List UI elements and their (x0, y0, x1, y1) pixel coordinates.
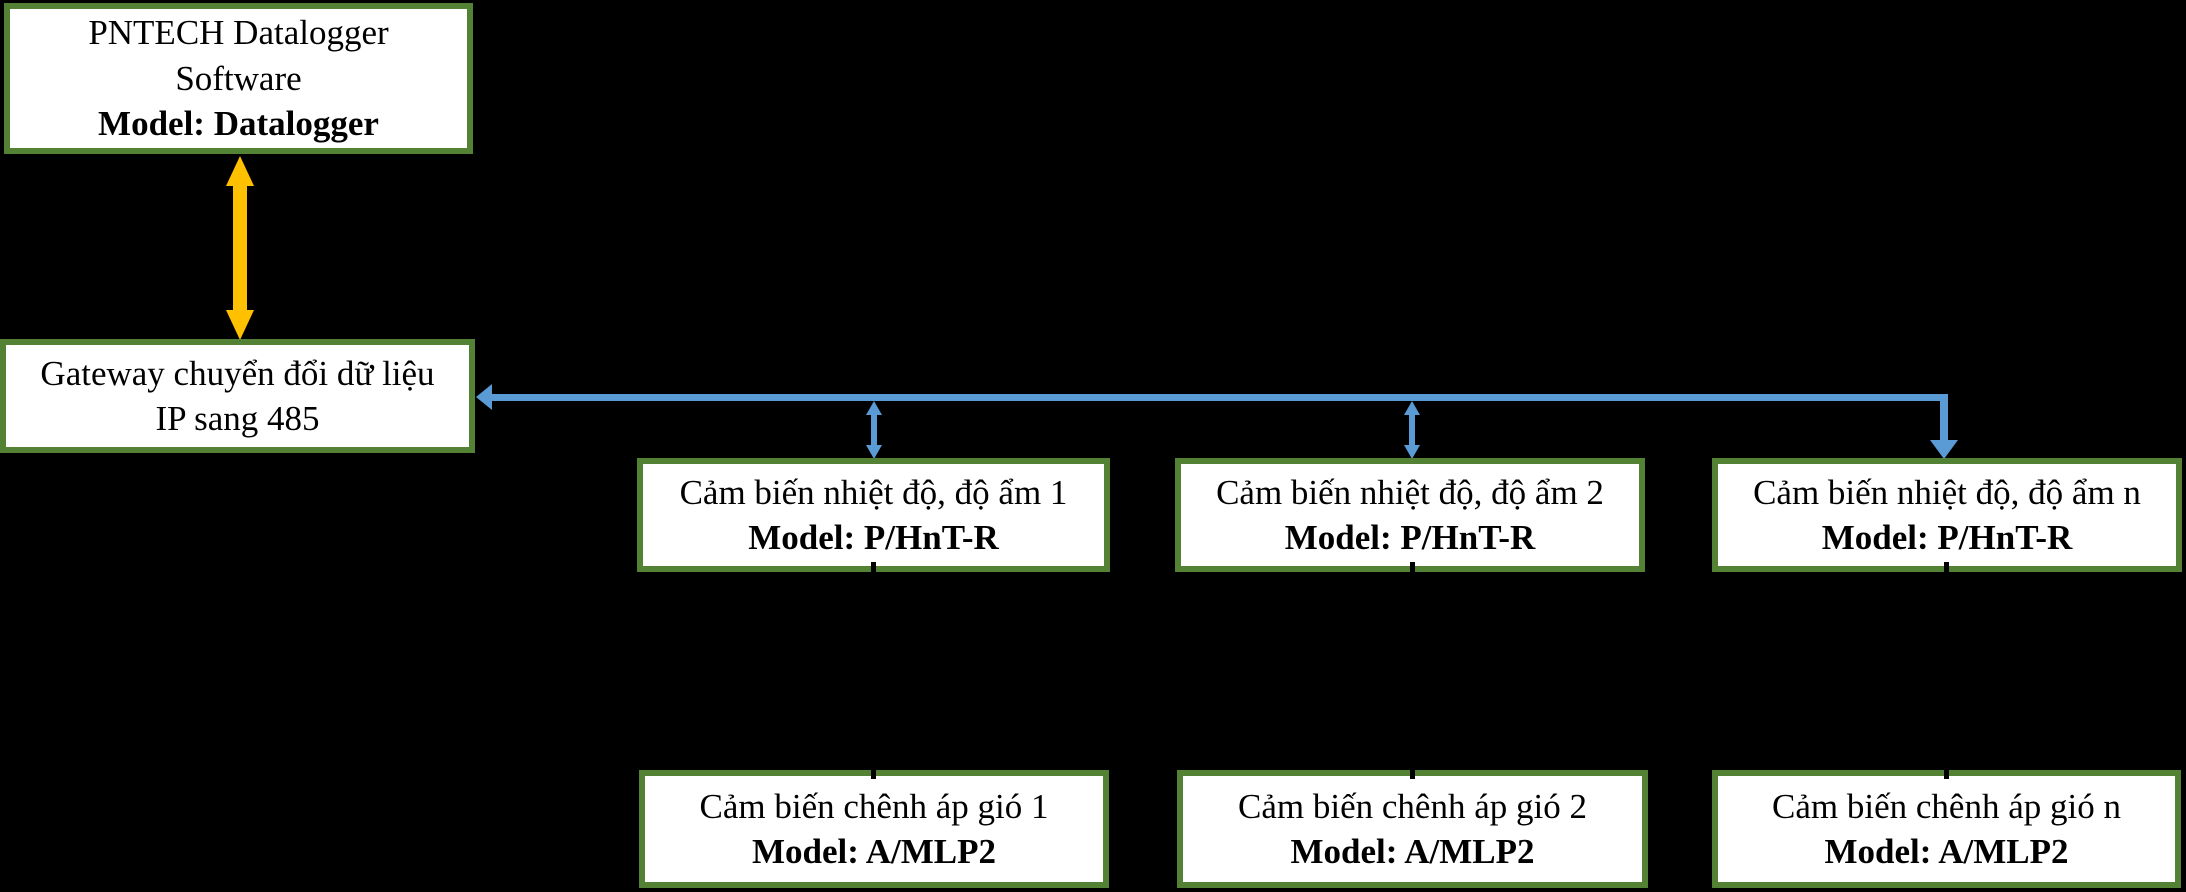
bus-drop-arrow-sensor2-icon (1404, 401, 1420, 459)
node-temp-humidity-sensor-2: Cảm biến nhiệt độ, độ ẩm 2 Model: P/HnT-… (1175, 458, 1645, 572)
software-gateway-arrow-icon (226, 156, 254, 340)
node-model-label: Model: A/MLP2 (1290, 832, 1535, 871)
node-gateway-ip-485: Gateway chuyển đổi dữ liệu IP sang 485 (0, 339, 475, 453)
rs485-bus-arrow-icon (476, 384, 1958, 459)
node-model-label: Model: A/MLP2 (1824, 832, 2069, 871)
node-temp-humidity-sensor-n: Cảm biến nhiệt độ, độ ẩm n Model: P/HnT-… (1712, 458, 2182, 572)
node-title-line: PNTECH Datalogger (88, 13, 389, 53)
node-title-line: Cảm biến nhiệt độ, độ ẩm 2 (1216, 472, 1604, 512)
node-title-line: Cảm biến nhiệt độ, độ ẩm 1 (679, 472, 1068, 512)
node-title-line: Software (175, 58, 302, 98)
node-title-line: IP sang 485 (155, 399, 320, 438)
node-model-label: Model: Datalogger (98, 104, 379, 144)
node-title-line: Cảm biến chênh áp gió n (1772, 786, 2121, 826)
node-title-line: Cảm biến chênh áp gió 1 (699, 786, 1049, 826)
bus-drop-arrow-sensor1-icon (866, 401, 882, 459)
node-title-line: Cảm biến chênh áp gió 2 (1238, 786, 1587, 826)
node-model-label: Model: P/HnT-R (1821, 518, 2073, 557)
node-datalogger-software: PNTECH Datalogger Software Model: Datalo… (4, 3, 473, 154)
node-title-line: Cảm biến nhiệt độ, độ ẩm n (1753, 472, 2141, 512)
node-model-label: Model: P/HnT-R (1284, 518, 1536, 557)
node-temp-humidity-sensor-1: Cảm biến nhiệt độ, độ ẩm 1 Model: P/HnT-… (637, 458, 1110, 572)
node-air-pressure-sensor-2: Cảm biến chênh áp gió 2 Model: A/MLP2 (1177, 770, 1648, 888)
hidden-connector-notches (871, 562, 1949, 779)
node-model-label: Model: P/HnT-R (748, 518, 999, 557)
node-title-line: Gateway chuyển đổi dữ liệu (40, 353, 435, 393)
node-model-label: Model: A/MLP2 (752, 832, 996, 871)
node-air-pressure-sensor-n: Cảm biến chênh áp gió n Model: A/MLP2 (1712, 770, 2181, 888)
node-air-pressure-sensor-1: Cảm biến chênh áp gió 1 Model: A/MLP2 (639, 770, 1109, 888)
